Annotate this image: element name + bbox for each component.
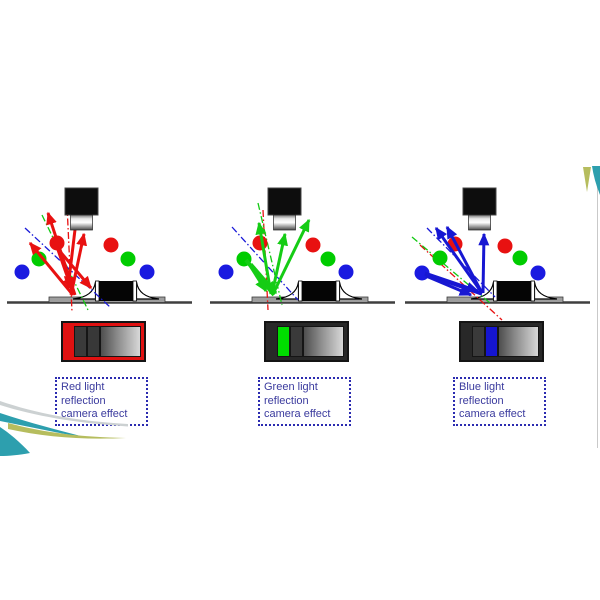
- red-light-diagram: [7, 187, 192, 313]
- bar-gradient: [498, 326, 539, 357]
- camera-effect-bar: [61, 321, 146, 362]
- green-dot-right: [512, 250, 528, 266]
- caption-line: reflection: [264, 394, 309, 407]
- solder-fillet-left: [72, 281, 97, 300]
- green-dot-right: [120, 251, 136, 267]
- component-body: [99, 281, 133, 301]
- caption-box: Red light reflection camera effect: [55, 377, 148, 426]
- caption-line: camera effect: [264, 408, 331, 420]
- panel-red-light: Red light reflection camera effect: [7, 185, 197, 435]
- blue-dot-right: [530, 265, 546, 281]
- camera-lens: [468, 214, 491, 231]
- red-reflection-arrows: [28, 211, 93, 296]
- caption-line: camera effect: [61, 408, 128, 420]
- bar-slot-1: [277, 326, 290, 357]
- camera-icon: [64, 187, 99, 231]
- bar-slot-1: [472, 326, 485, 357]
- camera-effect-bar: [459, 321, 544, 362]
- bar-gradient: [303, 326, 344, 357]
- component-body: [302, 281, 336, 301]
- corner-swoosh-top-right: [583, 166, 600, 195]
- blue-dot-right: [139, 264, 155, 280]
- board: [7, 280, 192, 304]
- green-dot-right: [320, 251, 336, 267]
- caption-line: Green light: [264, 381, 318, 393]
- panel-green-light: Green light reflection camera effect: [210, 185, 400, 435]
- green-dot-left: [432, 250, 448, 266]
- light-dots: [414, 236, 546, 281]
- caption-line: Red light: [61, 381, 105, 393]
- olive-sliver: [583, 167, 591, 192]
- blue-dot-right: [338, 264, 354, 280]
- panel-blue-light: Blue light reflection camera effect: [405, 185, 595, 435]
- component-body: [497, 281, 531, 301]
- camera-lens: [70, 214, 93, 231]
- red-dot-right: [103, 237, 119, 253]
- bar-gradient: [100, 326, 141, 357]
- solder-fillet-right: [533, 281, 558, 300]
- camera-effect-bar: [264, 321, 349, 362]
- blue-reflection-arrows: [424, 225, 490, 297]
- camera-icon: [462, 187, 497, 231]
- solder-fillet-left: [470, 281, 495, 300]
- bar-slot-2: [290, 326, 303, 357]
- caption-line: reflection: [459, 394, 504, 407]
- bar-slot-2: [485, 326, 498, 357]
- caption-box: Green light reflection camera effect: [258, 377, 351, 426]
- caption-line: camera effect: [459, 408, 526, 420]
- blue-light-diagram: [405, 187, 590, 321]
- caption-box: Blue light reflection camera effect: [453, 377, 546, 426]
- blue-dot-left: [14, 264, 30, 280]
- caption-line: reflection: [61, 394, 106, 407]
- camera-lens: [273, 214, 296, 231]
- teal-corner-wedge: [0, 427, 30, 456]
- bar-slot-2: [87, 326, 100, 357]
- board: [405, 280, 590, 304]
- light-dots: [14, 235, 155, 280]
- red-dot-right: [497, 238, 513, 254]
- camera-icon: [267, 187, 302, 231]
- red-dot-right: [305, 237, 321, 253]
- slide-edge-line: [597, 170, 598, 448]
- solder-fillet-right: [338, 281, 363, 300]
- bar-slot-1: [74, 326, 87, 357]
- light-dots: [218, 235, 354, 280]
- green-light-diagram: [210, 187, 395, 311]
- gray-swoosh: [0, 401, 128, 427]
- blue-dot-left: [218, 264, 234, 280]
- teal-sliver: [592, 166, 600, 195]
- olive-swoosh: [8, 423, 126, 439]
- green-reflection-arrows: [244, 218, 311, 297]
- solder-fillet-right: [135, 281, 160, 300]
- corner-swoosh-bottom-left: [0, 401, 128, 456]
- board: [210, 280, 395, 304]
- caption-line: Blue light: [459, 381, 505, 393]
